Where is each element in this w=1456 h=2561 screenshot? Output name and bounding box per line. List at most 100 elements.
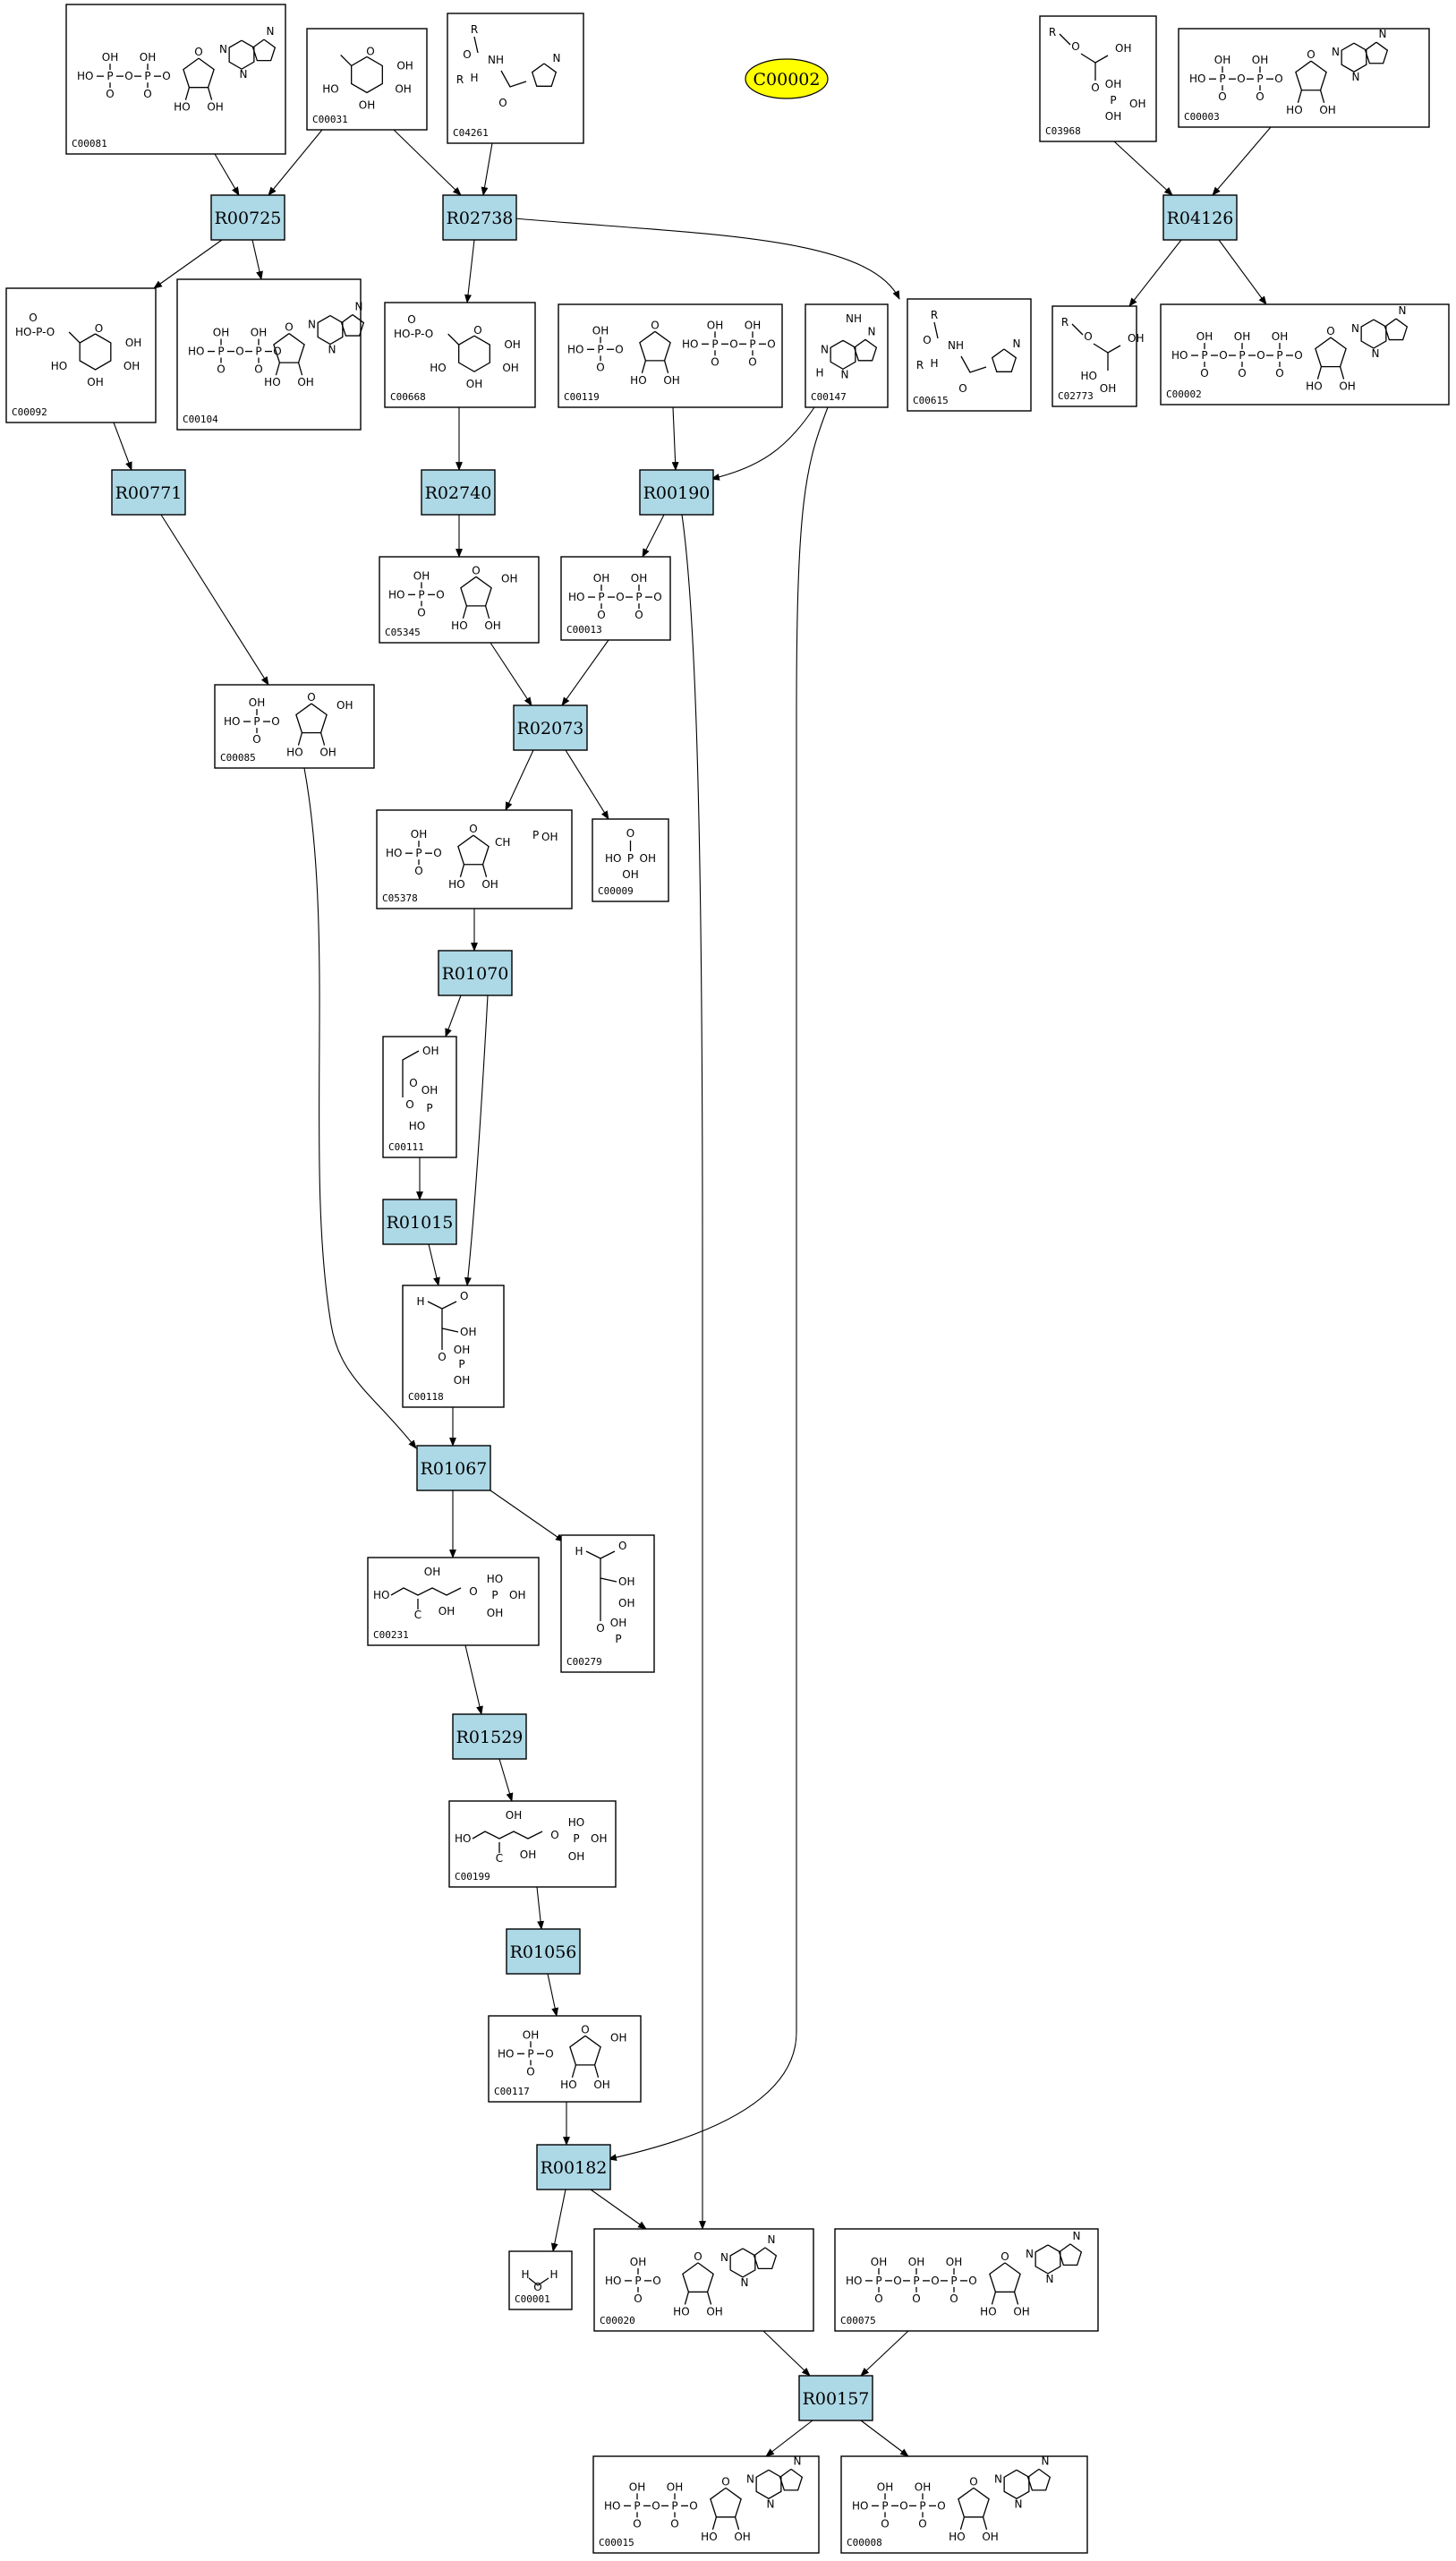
compound-box xyxy=(1052,305,1137,407)
bond xyxy=(710,2487,742,2518)
atom-symbol: N xyxy=(821,343,829,355)
bond xyxy=(663,360,669,374)
reaction-node[interactable]: R04126 xyxy=(1162,194,1238,241)
atom-symbol: HO xyxy=(980,2305,996,2318)
atom-symbol: P xyxy=(415,847,421,859)
edge-R00190-C00013 xyxy=(642,514,665,558)
reaction-label: R01529 xyxy=(456,1728,524,1747)
atom-symbol: H xyxy=(549,2268,558,2281)
reaction-node[interactable]: R01529 xyxy=(452,1713,527,1760)
reaction-node[interactable]: R01070 xyxy=(438,950,513,996)
reaction-label: R01056 xyxy=(510,1942,577,1962)
atom-symbol: O xyxy=(285,321,293,334)
compound-id: C04261 xyxy=(453,127,489,139)
reaction-node[interactable]: R01015 xyxy=(382,1199,457,1245)
compound-box xyxy=(5,287,157,423)
atom-symbol: OH xyxy=(501,572,517,585)
compound-id: C00279 xyxy=(566,1656,602,1668)
reaction-node[interactable]: R00190 xyxy=(639,469,714,516)
atom-symbol: OH xyxy=(413,569,430,582)
bond xyxy=(682,2262,714,2293)
reaction-label: R00157 xyxy=(803,2389,870,2409)
atom-symbol: O xyxy=(893,2275,901,2287)
edge-R01529-C00199 xyxy=(498,1758,514,1802)
atom-symbol: OH xyxy=(618,1575,634,1588)
atom-symbol: HO xyxy=(1189,73,1205,85)
atom-symbol: R xyxy=(931,309,938,321)
reaction-node[interactable]: R01067 xyxy=(416,1445,491,1491)
compound-id: C00118 xyxy=(408,1391,444,1403)
atom-symbol: P xyxy=(418,588,424,601)
atom-symbol: OH xyxy=(871,2256,887,2268)
reaction-node[interactable]: R00157 xyxy=(798,2375,873,2421)
reaction-node[interactable]: R00725 xyxy=(210,194,285,241)
atom-symbol: O xyxy=(498,97,507,109)
atom-symbol: OH xyxy=(1214,54,1230,66)
reaction-node[interactable]: R02073 xyxy=(513,704,588,751)
atom-symbol: OH xyxy=(1339,380,1355,393)
bond xyxy=(319,732,326,746)
atom-symbol: HO-P-O xyxy=(394,328,433,340)
edge-C03968-R04126 xyxy=(1113,141,1173,196)
reaction-node[interactable]: R00771 xyxy=(111,469,186,516)
bond xyxy=(830,339,856,371)
reaction-label: R00182 xyxy=(541,2158,608,2178)
atom-symbol: N xyxy=(746,2472,754,2485)
bond xyxy=(933,321,939,339)
atom-symbol: O xyxy=(273,346,281,358)
atom-symbol: H xyxy=(930,357,938,370)
reaction-node[interactable]: R00182 xyxy=(536,2144,611,2190)
atom-symbol: O xyxy=(1274,73,1282,85)
atom-symbol: P xyxy=(950,2275,957,2287)
bond xyxy=(734,2516,740,2531)
compound-box xyxy=(448,1800,617,1888)
atom-symbol: P xyxy=(1276,349,1282,362)
bond xyxy=(684,2292,690,2305)
reaction-node[interactable]: R01056 xyxy=(506,1928,581,1975)
compound-box xyxy=(65,4,286,155)
atom-symbol: OH xyxy=(297,376,313,388)
atom-symbol: HO xyxy=(1286,104,1302,116)
reaction-node[interactable]: R02740 xyxy=(421,469,496,516)
reaction-node[interactable]: R02738 xyxy=(442,194,517,241)
atom-symbol: NH xyxy=(488,54,504,66)
bond xyxy=(1295,60,1327,91)
atom-symbol: O xyxy=(526,2065,534,2078)
bond xyxy=(447,333,460,346)
pathway-node[interactable]: C00002 xyxy=(745,58,829,99)
edge-R00190-C00020 xyxy=(681,514,706,2230)
